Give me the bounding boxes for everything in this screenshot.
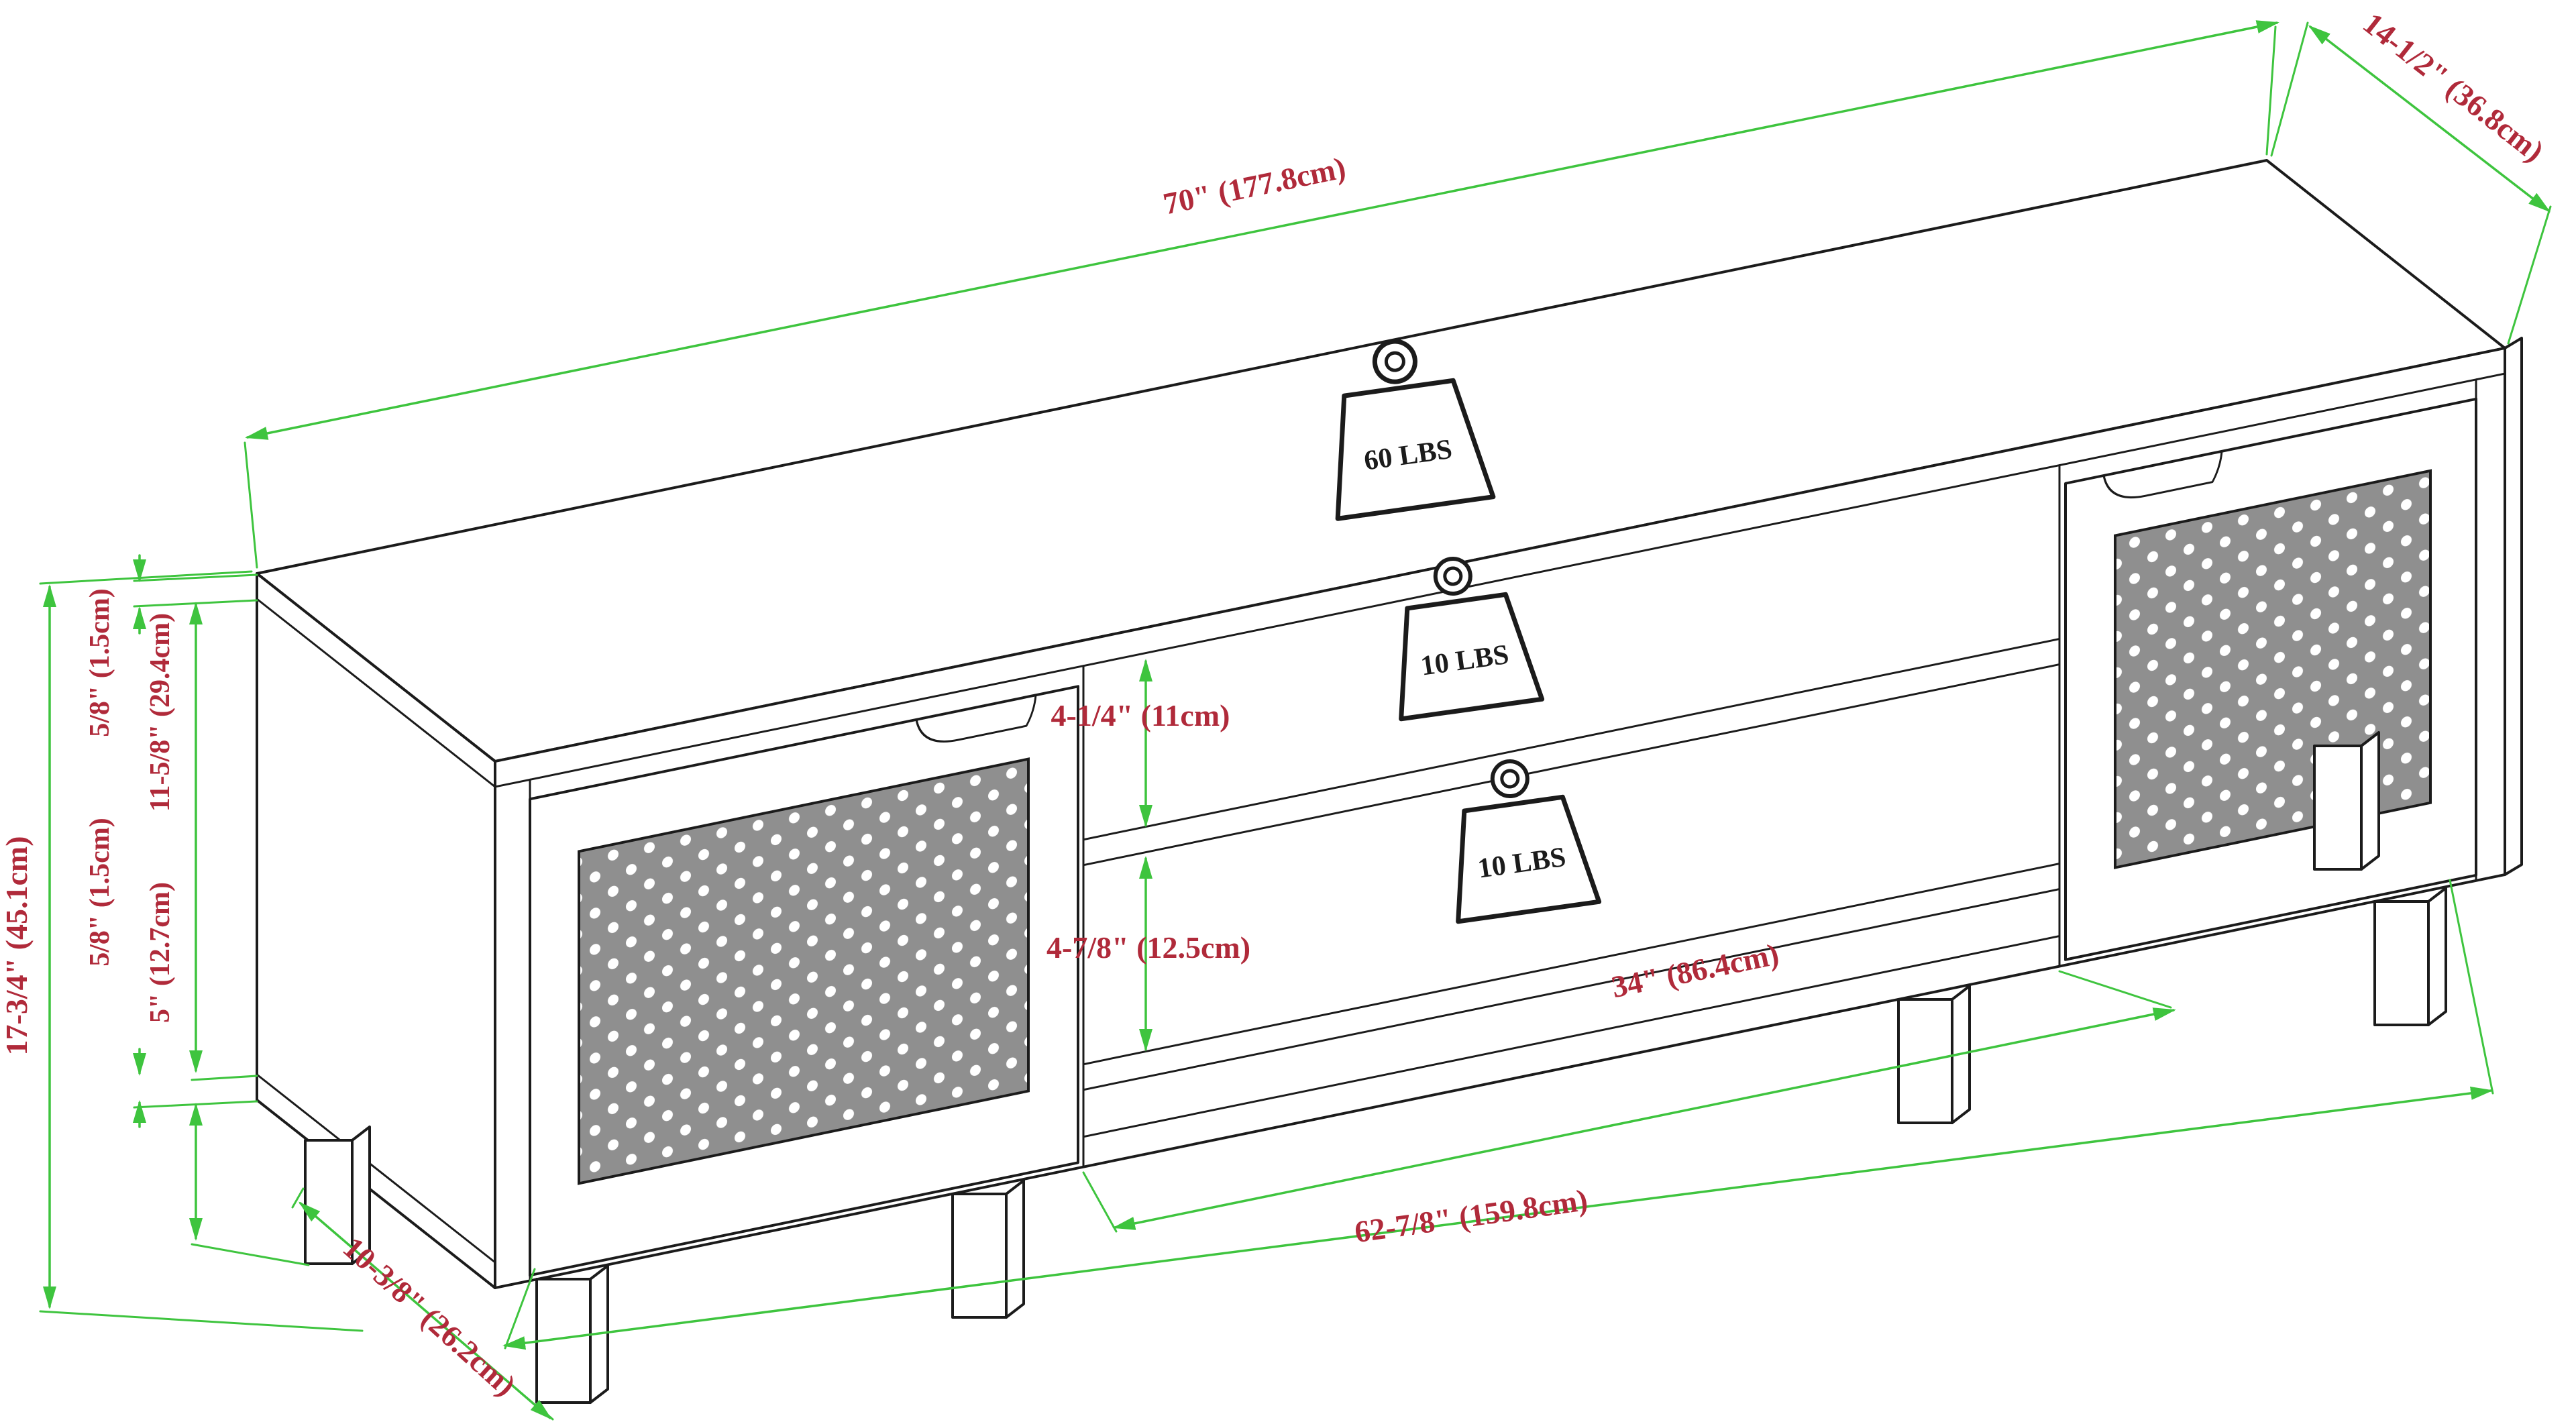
mid-left-leg-side <box>1005 1179 1025 1319</box>
label-bottom-panel: 5/8" (1.5cm) <box>85 818 115 967</box>
dim-leg-depth <box>298 1201 553 1420</box>
ext-interiorwidth-right <box>2449 879 2494 1095</box>
label-upper-gap: 4-1/4" (11cm) <box>1051 698 1230 732</box>
ext-interior-bottom <box>191 1075 258 1081</box>
label-top-panel: 5/8" (1.5cm) <box>85 588 115 737</box>
dim-width <box>245 20 2279 440</box>
dim-interior-width <box>502 1086 2493 1350</box>
label-lower-gap: 4-7/8" (12.5cm) <box>1046 930 1250 965</box>
upper-shelf-top-line <box>1082 638 2061 841</box>
weight-ring-inner-icon <box>1384 351 1405 372</box>
ext-opening-right <box>2058 970 2172 1009</box>
weight-body-icon <box>1456 794 1602 924</box>
front-right-leg-side <box>2427 887 2447 1026</box>
right-door-cane-panel <box>2114 469 2432 869</box>
label-side-interior: 11-5/8" (29.4cm) <box>145 613 176 812</box>
label-interior-width: 62-7/8" (159.8cm) <box>1352 1183 1590 1249</box>
ext-topslab-a <box>133 573 258 582</box>
front-right-leg <box>2373 900 2430 1026</box>
ext-depth-front <box>2507 205 2552 345</box>
right-door-handle-notch[interactable] <box>2102 450 2223 504</box>
left-face-top-slab-line <box>256 598 496 788</box>
upper-shelf-bottom-line <box>1082 663 2061 867</box>
label-width: 70" (177.8cm) <box>1161 150 1349 221</box>
dim-depth <box>2308 25 2551 213</box>
label-depth: 14-1/2" (36.8cm) <box>2357 6 2551 168</box>
top-slab-underside-line <box>494 372 2506 788</box>
dimension-lines <box>39 20 2552 1421</box>
right-side-edge <box>2504 337 2523 876</box>
ext-opening-left <box>1082 1171 1118 1233</box>
mid-left-leg <box>951 1193 1008 1319</box>
ext-depth-back <box>2270 21 2309 157</box>
weight-10lbs-lower: 10 LBS <box>1456 759 1602 924</box>
left-door-handle-notch[interactable] <box>915 694 1037 749</box>
weight-10lbs-upper: 10 LBS <box>1399 556 1545 722</box>
back-right-leg-side <box>2360 731 2380 871</box>
ext-legdepth-back <box>291 1187 305 1209</box>
label-leg-height: 5" (12.7cm) <box>145 882 176 1023</box>
back-left-leg <box>304 1139 354 1265</box>
ext-width-right <box>2265 25 2277 156</box>
weight-ring-inner-icon <box>1443 566 1463 586</box>
weight-body-icon <box>1399 592 1545 722</box>
ext-height-bottom <box>39 1310 364 1332</box>
ext-leg-bottom <box>191 1243 310 1266</box>
label-height: 17-3/4" (45.1cm) <box>0 836 34 1055</box>
back-right-leg <box>2313 745 2363 871</box>
weight-ring-inner-icon <box>1500 769 1520 789</box>
ext-width-left <box>244 441 258 569</box>
